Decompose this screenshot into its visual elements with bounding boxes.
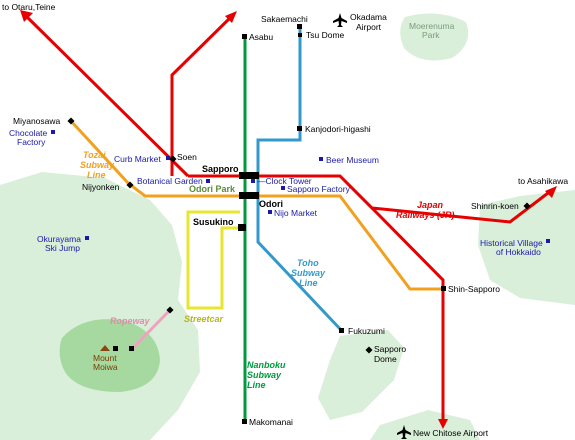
curb-market-label: Curb Market xyxy=(114,154,161,164)
ropeway-label: Ropeway xyxy=(110,316,151,326)
park-area-south xyxy=(318,330,404,420)
new-chitose-airport-icon xyxy=(397,425,411,439)
sakaemachi-label: Sakaemachi xyxy=(261,14,308,24)
moiwa-base-marker xyxy=(113,346,118,351)
toho-line-label-2: Subway xyxy=(291,268,326,278)
asabu-label: Asabu xyxy=(249,32,273,42)
tozai-line-label-1: Tozai xyxy=(83,150,106,160)
soen-station-marker xyxy=(169,155,177,163)
okadama-airport-label-line1: Okadama xyxy=(350,12,387,22)
susukino-marker xyxy=(238,224,246,231)
ropeway-base-marker xyxy=(129,346,134,351)
botanical-garden-label: Botanical Garden xyxy=(137,176,203,186)
nijyonken-label: Nijyonken xyxy=(82,182,120,192)
ropeway-top-marker xyxy=(166,306,174,314)
shin-sapporo-station-dot xyxy=(441,286,446,291)
beer-museum-icon xyxy=(319,157,323,161)
chocolate-factory-label-line1: Chocolate xyxy=(9,128,48,138)
arrow-asahikawa-icon xyxy=(545,186,557,198)
tozai-line-label-2: Subway xyxy=(80,160,115,170)
historical-village-label-line1: Historical Village xyxy=(480,238,543,248)
park-area-southwest xyxy=(0,172,200,440)
tozai-line-label-3: Line xyxy=(87,170,106,180)
sapporo-dome-marker xyxy=(365,346,373,354)
toho-line-label-3: Line xyxy=(299,278,318,288)
jr-line-north xyxy=(170,13,235,176)
shin-sapporo-label: Shin-Sapporo xyxy=(448,284,500,294)
historical-village-label-line2: of Hokkaido xyxy=(496,247,541,257)
arrow-otaru-icon xyxy=(20,10,33,22)
fukuzumi-label: Fukuzumi xyxy=(348,326,385,336)
okurayama-ski-jump-icon xyxy=(85,236,89,240)
sapporo-dome-label-line2: Dome xyxy=(374,354,397,364)
toho-line xyxy=(256,27,344,333)
okadama-airport-label-line2: Airport xyxy=(356,22,382,32)
fukuzumi-station-dot xyxy=(339,328,344,333)
curb-market-icon xyxy=(166,156,170,160)
chocolate-factory-label-line2: Factory xyxy=(17,137,46,147)
asabu-station-dot xyxy=(242,34,247,39)
sakaemachi-station-dot xyxy=(297,24,302,29)
nijyonken-station-marker xyxy=(126,181,134,189)
susukino-label: Susukino xyxy=(193,217,234,227)
sapporo-interchange-marker xyxy=(239,172,259,179)
sapporo-label: Sapporo xyxy=(202,164,239,174)
park-area-bottom xyxy=(370,410,480,440)
botanical-garden-icon xyxy=(206,179,210,183)
to-asahikawa-label: to Asahikawa xyxy=(518,176,568,186)
kanjodori-higashi-label: Kanjodori-higashi xyxy=(305,124,371,134)
jr-line-label-1: Japan xyxy=(417,200,444,210)
ropeway-line xyxy=(130,308,172,351)
streetcar-label: Streetcar xyxy=(184,314,224,324)
mount-moiwa-area xyxy=(59,319,160,392)
nanboku-line-label-1: Nanboku xyxy=(247,360,286,370)
arrow-north-icon xyxy=(225,11,237,23)
arrow-chitose-icon xyxy=(438,419,448,429)
moerenuma-park-label-line2: Park xyxy=(422,30,440,40)
new-chitose-airport-label: New Chitose Airport xyxy=(413,428,489,438)
tsu-dome-dot xyxy=(298,33,302,37)
nanboku-line-label-3: Line xyxy=(247,380,266,390)
kanjodori-higashi-station-dot xyxy=(297,126,302,131)
odori-label: Odori xyxy=(259,199,283,209)
sapporo-factory-icon xyxy=(281,186,285,190)
toho-line-label-1: Toho xyxy=(297,258,319,268)
to-otaru-teine-label: to Otaru,Teine xyxy=(2,2,56,12)
mountain-icon xyxy=(100,345,110,351)
clock-tower-label: —Clock Tower xyxy=(257,176,312,186)
okadama-airport-icon xyxy=(333,13,347,27)
jr-line-chitose xyxy=(370,206,445,422)
soen-label: Soen xyxy=(177,152,197,162)
sapporo-factory-label: Sapporo Factory xyxy=(287,184,351,194)
okurayama-ski-jump-label-line1: Okurayama xyxy=(37,234,81,244)
okurayama-ski-jump-label-line2: Ski Jump xyxy=(45,243,80,253)
mount-moiwa-label-line1: Mount xyxy=(93,353,117,363)
makomanai-label: Makomanai xyxy=(249,417,293,427)
jr-line-label-2: Railways (JR) xyxy=(396,210,455,220)
nijo-market-icon xyxy=(268,210,272,214)
mount-moiwa-label-line2: Moiwa xyxy=(93,362,118,372)
streetcar-line xyxy=(186,210,240,310)
park-area-east xyxy=(478,190,575,305)
jr-line-otaru xyxy=(22,12,190,178)
clock-tower-icon xyxy=(251,179,255,183)
historical-village-icon xyxy=(546,239,550,243)
moerenuma-park-area xyxy=(400,13,469,61)
makomanai-station-dot xyxy=(242,419,247,424)
nijo-market-label: Nijo Market xyxy=(274,208,318,218)
odori-park-label: Odori Park xyxy=(189,184,236,194)
odori-interchange-marker xyxy=(239,192,259,199)
tsu-dome-label: Tsu Dome xyxy=(306,30,345,40)
chocolate-factory-icon xyxy=(51,130,55,134)
beer-museum-label: Beer Museum xyxy=(326,155,379,165)
sapporo-dome-label-line1: Sapporo xyxy=(374,344,406,354)
shinrin-koen-label: Shinrin-koen xyxy=(471,201,519,211)
shinrin-koen-station-marker xyxy=(523,202,531,210)
moerenuma-park-label-line1: Moerenuma xyxy=(409,21,455,31)
miyanosawa-label: Miyanosawa xyxy=(13,116,61,126)
nanboku-line-label-2: Subway xyxy=(247,370,282,380)
